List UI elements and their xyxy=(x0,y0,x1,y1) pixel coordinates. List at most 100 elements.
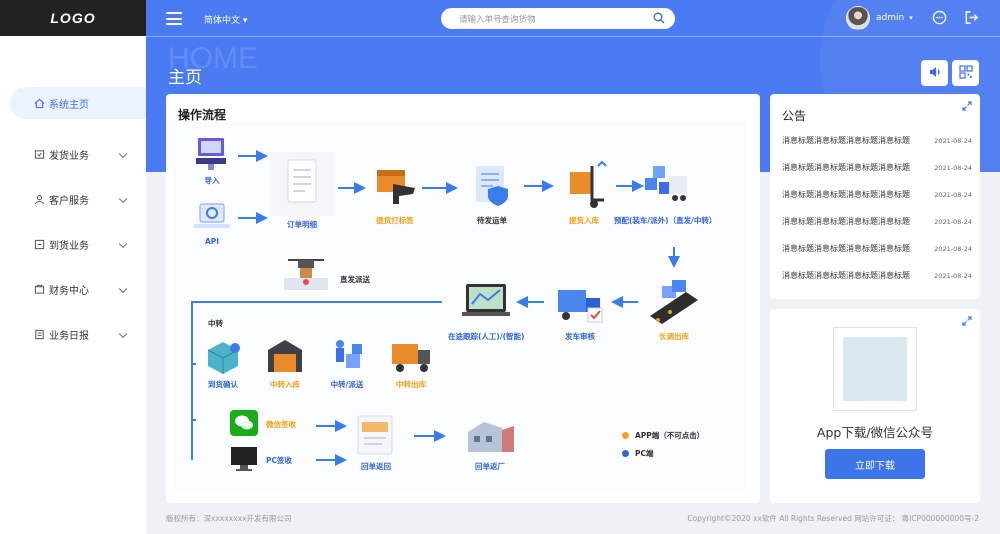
qrcode-button[interactable] xyxy=(952,60,979,86)
api-icon xyxy=(194,203,230,228)
flow-node-drone[interactable] xyxy=(280,252,332,294)
legend-app: APP端（不可点击） xyxy=(622,430,704,441)
chevron-down-icon xyxy=(118,284,128,293)
page-title: 主页 xyxy=(168,68,202,88)
flow-node-wechat-sign[interactable]: 微信签收 xyxy=(230,410,296,436)
import-icon xyxy=(196,138,226,170)
flow-node-transfer-dispatch[interactable]: 中转/派送 xyxy=(326,336,368,390)
shield-document-icon xyxy=(476,166,508,206)
flow-node-arrival-confirm[interactable]: 到货确认 xyxy=(202,336,244,390)
sidebar-item-label: 客户服务 xyxy=(49,196,89,207)
monitor-icon xyxy=(231,447,257,471)
download-button[interactable]: 立即下载 xyxy=(825,449,925,479)
truck-check-icon xyxy=(558,290,603,323)
warehouse-icon xyxy=(268,340,302,372)
legend-pc: PC端 xyxy=(622,448,654,459)
flow-node-tracking[interactable]: 在途跟踪(人工)/(智能) xyxy=(448,280,524,342)
workflow-title: 操作流程 xyxy=(178,108,227,122)
flow-node-pickup-label[interactable]: 提货打标签 xyxy=(369,160,421,226)
package-check-icon xyxy=(207,342,240,374)
chevron-down-icon xyxy=(118,194,128,203)
footer-copyright-right: Copyright©2020 xx软件 All Rights Reserved … xyxy=(687,514,979,523)
qrcode-image xyxy=(833,327,917,411)
menu-icon[interactable] xyxy=(166,12,182,25)
flow-node-import[interactable]: 导入 xyxy=(192,134,232,186)
sidebar-item-arrival[interactable]: 到货业务 xyxy=(0,222,146,267)
flow-node-long-out[interactable]: 长调出库 xyxy=(646,276,702,342)
notice-title: 公告 xyxy=(782,109,807,123)
page-title-background: HOME xyxy=(168,42,258,75)
expand-icon[interactable] xyxy=(962,316,972,329)
finance-icon xyxy=(34,284,45,295)
chevron-down-icon xyxy=(118,239,128,248)
report-icon xyxy=(34,329,45,340)
sidebar-item-label: 系统主页 xyxy=(49,99,89,111)
search-input[interactable]: 请输入单号查询货物 xyxy=(441,8,675,29)
receipt-icon xyxy=(357,415,393,455)
chat-icon[interactable] xyxy=(932,10,947,28)
expand-icon[interactable] xyxy=(962,101,972,114)
sidebar-nav: 系统主页 发货业务 客户服务 到货业务 财务中心 业务日报 xyxy=(0,87,146,357)
workflow-card: 操作流程 导入 API 订单明细 xyxy=(166,94,760,503)
hand-truck-icon xyxy=(570,160,607,208)
flow-node-pending-waybill[interactable]: 待发运单 xyxy=(466,160,518,226)
app-download-card: App下载/微信公众号 立即下载 xyxy=(770,309,980,503)
customer-icon xyxy=(34,194,45,205)
dispatch-icon xyxy=(336,340,362,368)
wechat-icon xyxy=(230,410,258,436)
arrival-icon xyxy=(34,239,45,250)
search-icon[interactable] xyxy=(653,12,665,27)
top-bar: 简体中文 ▾ 请输入单号查询货物 admin▾ xyxy=(146,0,1000,37)
chevron-down-icon xyxy=(118,329,128,338)
truck-out-icon xyxy=(392,344,430,372)
flow-node-pc-sign[interactable]: PC签收 xyxy=(230,446,292,472)
sidebar-item-label: 业务日报 xyxy=(49,331,89,342)
flow-node-transfer-out[interactable]: 中转出库 xyxy=(388,336,434,390)
flow-node-truck-review[interactable]: 发车审核 xyxy=(552,280,608,342)
sidebar-item-label: 到货业务 xyxy=(49,241,89,252)
shipping-icon xyxy=(34,149,45,160)
legend-app-dot xyxy=(622,432,629,439)
flow-node-order-detail[interactable]: 订单明细 xyxy=(270,152,334,230)
chevron-down-icon xyxy=(118,149,128,158)
user-menu[interactable]: admin▾ xyxy=(846,6,913,30)
map-tracking-icon xyxy=(462,284,511,316)
sidebar-item-finance[interactable]: 财务中心 xyxy=(0,267,146,312)
language-select[interactable]: 简体中文 ▾ xyxy=(204,16,248,26)
sidebar-item-shipping[interactable]: 发货业务 xyxy=(0,132,146,177)
legend-pc-dot xyxy=(622,450,629,457)
sidebar-item-label: 发货业务 xyxy=(49,151,89,162)
flow-node-allocation[interactable]: 预配(装车/派外)（直发/中转） xyxy=(614,160,716,226)
flow-node-receipt-factory[interactable]: 回单返厂 xyxy=(460,412,520,472)
cargo-loading-icon xyxy=(645,166,688,201)
volume-button[interactable] xyxy=(921,60,948,86)
flow-node-receipt-back[interactable]: 回单返回 xyxy=(352,412,400,472)
document-icon xyxy=(270,152,334,216)
speaker-icon xyxy=(928,65,942,82)
home-icon xyxy=(34,98,45,109)
sidebar-item-customer[interactable]: 客户服务 xyxy=(0,177,146,222)
flow-node-api[interactable]: API xyxy=(192,198,232,246)
direct-delivery-label: 直发派送 xyxy=(340,275,370,284)
app-download-label: App下载/微信公众号 xyxy=(816,425,934,440)
factory-icon xyxy=(468,422,514,452)
transfer-label: 中转 xyxy=(208,319,223,328)
footer-copyright-left: 版权所有：深xxxxxxxx开发有限公司 xyxy=(166,514,292,523)
flow-node-pickup-in[interactable]: 提货入库 xyxy=(558,160,610,226)
sidebar-item-home[interactable]: 系统主页 xyxy=(10,87,146,119)
conveyor-icon xyxy=(650,280,698,324)
logout-icon[interactable] xyxy=(964,10,979,28)
sidebar-item-label: 财务中心 xyxy=(49,286,89,297)
sidebar-item-report[interactable]: 业务日报 xyxy=(0,312,146,357)
sidebar: LOGO 系统主页 发货业务 客户服务 到货业务 财务中心 业务日报 xyxy=(0,0,146,534)
avatar xyxy=(846,6,870,30)
flow-node-transfer-in[interactable]: 中转入库 xyxy=(264,336,306,390)
logo[interactable]: LOGO xyxy=(0,0,146,36)
